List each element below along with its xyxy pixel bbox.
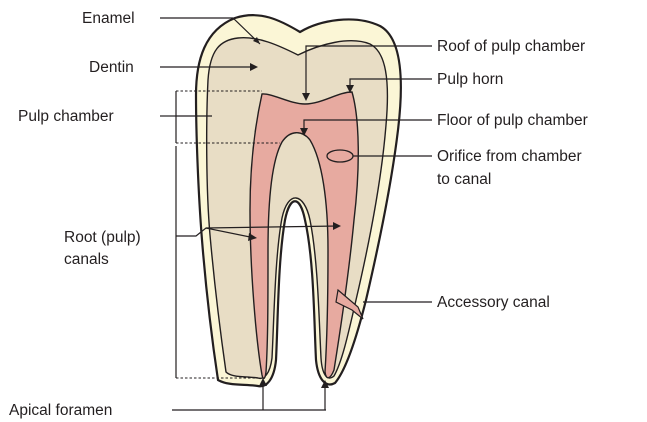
label-roof: Roof of pulp chamber xyxy=(437,38,585,55)
label-accessory: Accessory canal xyxy=(437,294,550,311)
label-orifice-line1: Orifice from chamber xyxy=(437,148,582,165)
label-pulp-horn: Pulp horn xyxy=(437,71,503,88)
label-floor: Floor of pulp chamber xyxy=(437,112,588,129)
label-root-canals-line2: canals xyxy=(64,251,109,268)
label-apical-foramen: Apical foramen xyxy=(9,402,112,419)
label-root-canals-line1: Root (pulp) xyxy=(64,229,141,246)
label-orifice-line2: to canal xyxy=(437,171,491,188)
label-dentin: Dentin xyxy=(89,59,134,76)
dentin-layer xyxy=(207,38,388,379)
label-pulp-chamber: Pulp chamber xyxy=(18,108,114,125)
label-enamel: Enamel xyxy=(82,10,135,27)
